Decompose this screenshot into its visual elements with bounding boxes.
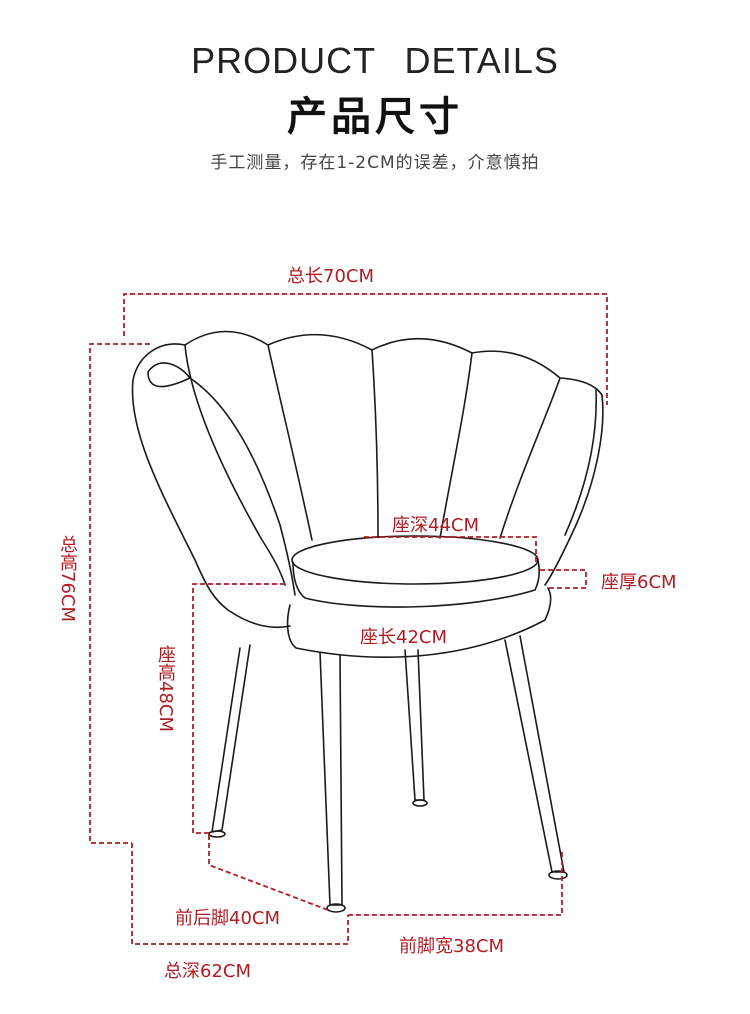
left-arm-inner bbox=[147, 362, 191, 388]
backrest-left-edge bbox=[184, 344, 286, 586]
dimension-lines bbox=[89, 293, 608, 945]
right-leg bbox=[504, 635, 565, 873]
back-leg bbox=[404, 649, 425, 801]
chair-outline bbox=[131, 330, 604, 913]
front-back-legs-label: 前后脚40CM bbox=[175, 908, 281, 929]
backrest-right-edge bbox=[544, 394, 604, 586]
total-depth-label: 总深62CM bbox=[164, 961, 252, 982]
backrest-right-inner bbox=[564, 389, 597, 536]
front-left-leg bbox=[211, 644, 251, 833]
front-middle-foot bbox=[326, 903, 346, 913]
seat-thickness-line bbox=[540, 569, 587, 589]
total-depth-line bbox=[131, 843, 349, 945]
seat-height-line bbox=[192, 583, 285, 834]
back-leg-foot bbox=[412, 799, 428, 807]
measurement-note: 手工测量，存在1-2CM的误差，介意慎拍 bbox=[210, 153, 540, 173]
seat-length-label: 座长42CM bbox=[360, 627, 448, 648]
right-leg-foot bbox=[548, 870, 568, 880]
left-arm-scroll bbox=[131, 343, 291, 629]
seat-thickness-label: 座厚6CM bbox=[601, 572, 677, 593]
front-middle-leg bbox=[319, 651, 343, 906]
seat-depth-label: 座深44CM bbox=[392, 515, 480, 536]
seat-cushion-front bbox=[292, 559, 541, 608]
front-back-legs-line bbox=[208, 835, 329, 911]
total-length-line bbox=[123, 293, 608, 405]
front-left-foot bbox=[208, 830, 226, 838]
channel-line-4 bbox=[499, 377, 561, 539]
front-leg-width-line bbox=[348, 850, 563, 916]
channel-line-2 bbox=[371, 349, 379, 538]
seat-cushion-top bbox=[291, 535, 539, 585]
channel-line-3 bbox=[439, 352, 473, 539]
channel-line-1 bbox=[267, 344, 313, 541]
seat-base bbox=[286, 587, 552, 659]
seat-height-label: 座高48CM bbox=[155, 645, 176, 733]
left-arm-inner-line bbox=[189, 377, 296, 596]
front-leg-width-label: 前脚宽38CM bbox=[399, 936, 505, 957]
seat-depth-line bbox=[364, 536, 537, 562]
page-title-chinese: 产品尺寸 bbox=[287, 94, 463, 140]
total-height-label: 总高76CM bbox=[57, 535, 78, 623]
total-height-line bbox=[89, 343, 150, 844]
backrest-top-edge bbox=[184, 330, 603, 396]
total-length-label: 总长70CM bbox=[287, 266, 375, 287]
page-title-english: PRODUCT DETAILS bbox=[191, 40, 559, 81]
